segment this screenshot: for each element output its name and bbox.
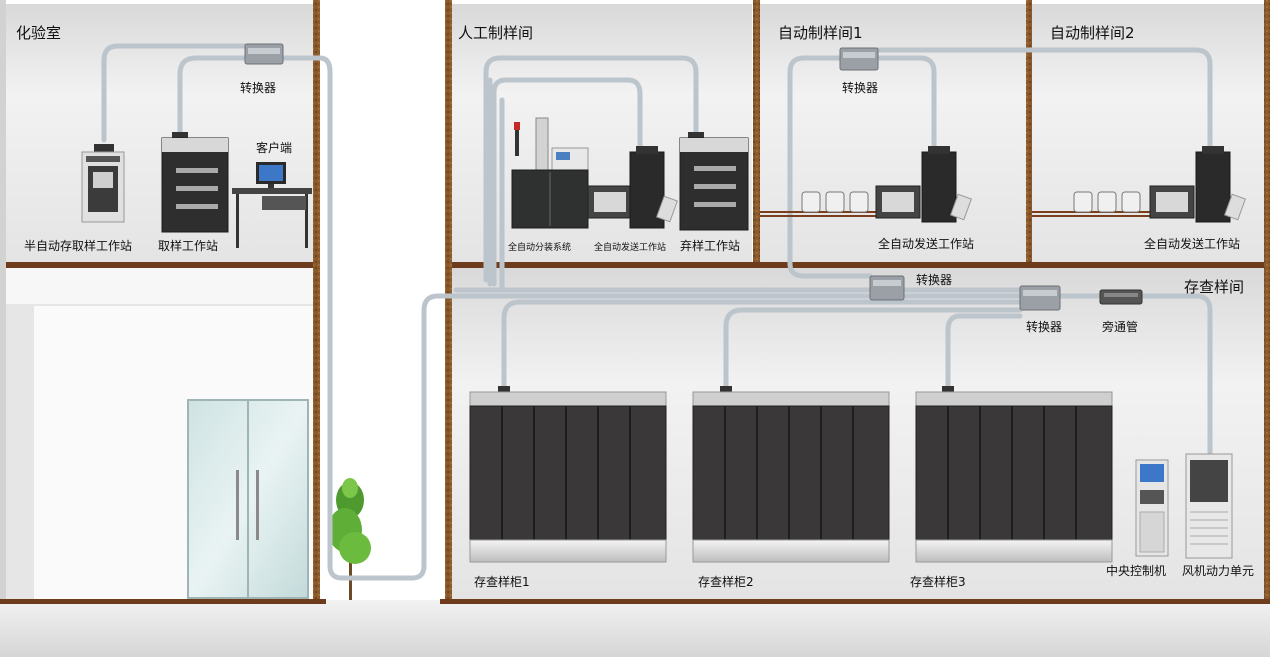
label-auto-send-station-2: 全自动发送工作站	[1144, 236, 1240, 251]
wall-lab-right	[313, 0, 320, 604]
label-fan-power-unit: 风机动力单元	[1182, 564, 1254, 578]
auto-send-station-2	[1073, 146, 1246, 223]
room-title-storage: 存查样间	[1184, 278, 1244, 296]
label-central-controller: 中央控制机	[1106, 563, 1166, 578]
wall-left	[0, 0, 6, 604]
converter-lab	[244, 43, 284, 65]
floor-ground-right	[440, 599, 1270, 604]
wall-right	[1264, 0, 1270, 604]
sampling-station-machine	[161, 132, 229, 233]
client-computer-desk	[232, 162, 312, 248]
fan-power-unit-machine	[1185, 453, 1233, 559]
converter-auto1	[839, 47, 879, 71]
label-cabinet-1: 存查样柜1	[474, 574, 530, 589]
floor-upper	[452, 262, 1264, 268]
label-semi-auto-station: 半自动存取样工作站	[24, 238, 132, 253]
room-title-lab: 化验室	[16, 24, 61, 42]
storage-cabinet-2	[692, 386, 890, 563]
room-title-auto-prep-2: 自动制样间2	[1050, 24, 1135, 42]
label-converter-lab: 转换器	[240, 80, 276, 95]
auto-split-system-machine	[511, 117, 589, 229]
label-cabinet-3: 存查样柜3	[910, 574, 966, 589]
walls	[0, 0, 1270, 604]
lab-room	[6, 4, 313, 262]
label-auto-split-system: 全自动分装系统	[508, 241, 571, 253]
semi-auto-station-machine	[81, 144, 125, 223]
room-title-auto-prep-1: 自动制样间1	[778, 24, 863, 42]
auto-prep-room-1	[760, 4, 1026, 262]
wall-manual-left	[445, 0, 452, 604]
label-discard-station: 弃样工作站	[680, 238, 740, 253]
label-auto-send-station-manual: 全自动发送工作站	[594, 241, 666, 253]
converter-storage-2	[1019, 285, 1061, 311]
auto-prep-room-2	[1032, 4, 1264, 262]
label-converter-storage-2: 转换器	[1026, 319, 1062, 334]
auto-send-station-manual	[587, 146, 678, 229]
glass-door	[187, 399, 309, 599]
pneumatic-pipes	[101, 43, 1213, 581]
label-auto-send-station-1: 全自动发送工作站	[878, 236, 974, 251]
discard-station-machine	[679, 132, 749, 231]
room-title-manual-prep: 人工制样间	[458, 24, 533, 42]
bypass-pipe-unit	[1099, 289, 1143, 305]
label-cabinet-2: 存查样柜2	[698, 574, 754, 589]
label-converter-auto1: 转换器	[842, 80, 878, 95]
label-converter-storage-1: 转换器	[916, 272, 952, 287]
label-sampling-station: 取样工作站	[158, 238, 218, 253]
ground	[0, 600, 1270, 657]
converter-storage-1	[869, 275, 905, 301]
wall-auto2-left	[1026, 0, 1032, 264]
floor-ground-left	[0, 599, 326, 604]
auto-send-station-1	[801, 146, 972, 223]
wall-auto1-left	[753, 0, 760, 264]
central-controller-machine	[1135, 459, 1169, 557]
label-client: 客户端	[256, 140, 292, 155]
storage-cabinet-3	[915, 386, 1113, 563]
tree-decoration	[328, 478, 371, 600]
floor-lab	[6, 262, 313, 268]
label-bypass-pipe: 旁通管	[1102, 319, 1138, 334]
storage-cabinet-1	[469, 386, 667, 563]
